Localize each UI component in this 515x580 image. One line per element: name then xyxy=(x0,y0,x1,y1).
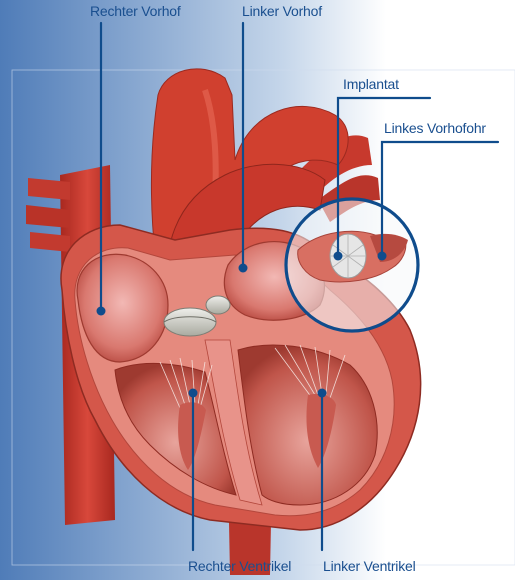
label-implant: Implantat xyxy=(343,76,399,92)
dot-left-ventricle xyxy=(318,389,327,398)
label-left-atrium: Linker Vorhof xyxy=(242,3,322,19)
dot-right-ventricle xyxy=(189,389,198,398)
label-right-ventricle: Rechter Ventrikel xyxy=(188,558,291,574)
label-right-atrium: Rechter Vorhof xyxy=(90,3,181,19)
dot-appendage xyxy=(378,252,387,261)
dot-left-atrium xyxy=(239,264,248,273)
label-left-atrial-appendage: Linkes Vorhofohr xyxy=(384,120,486,136)
dot-implant xyxy=(334,252,343,261)
dot-right-atrium xyxy=(97,307,106,316)
label-left-ventricle: Linker Ventrikel xyxy=(323,558,416,574)
